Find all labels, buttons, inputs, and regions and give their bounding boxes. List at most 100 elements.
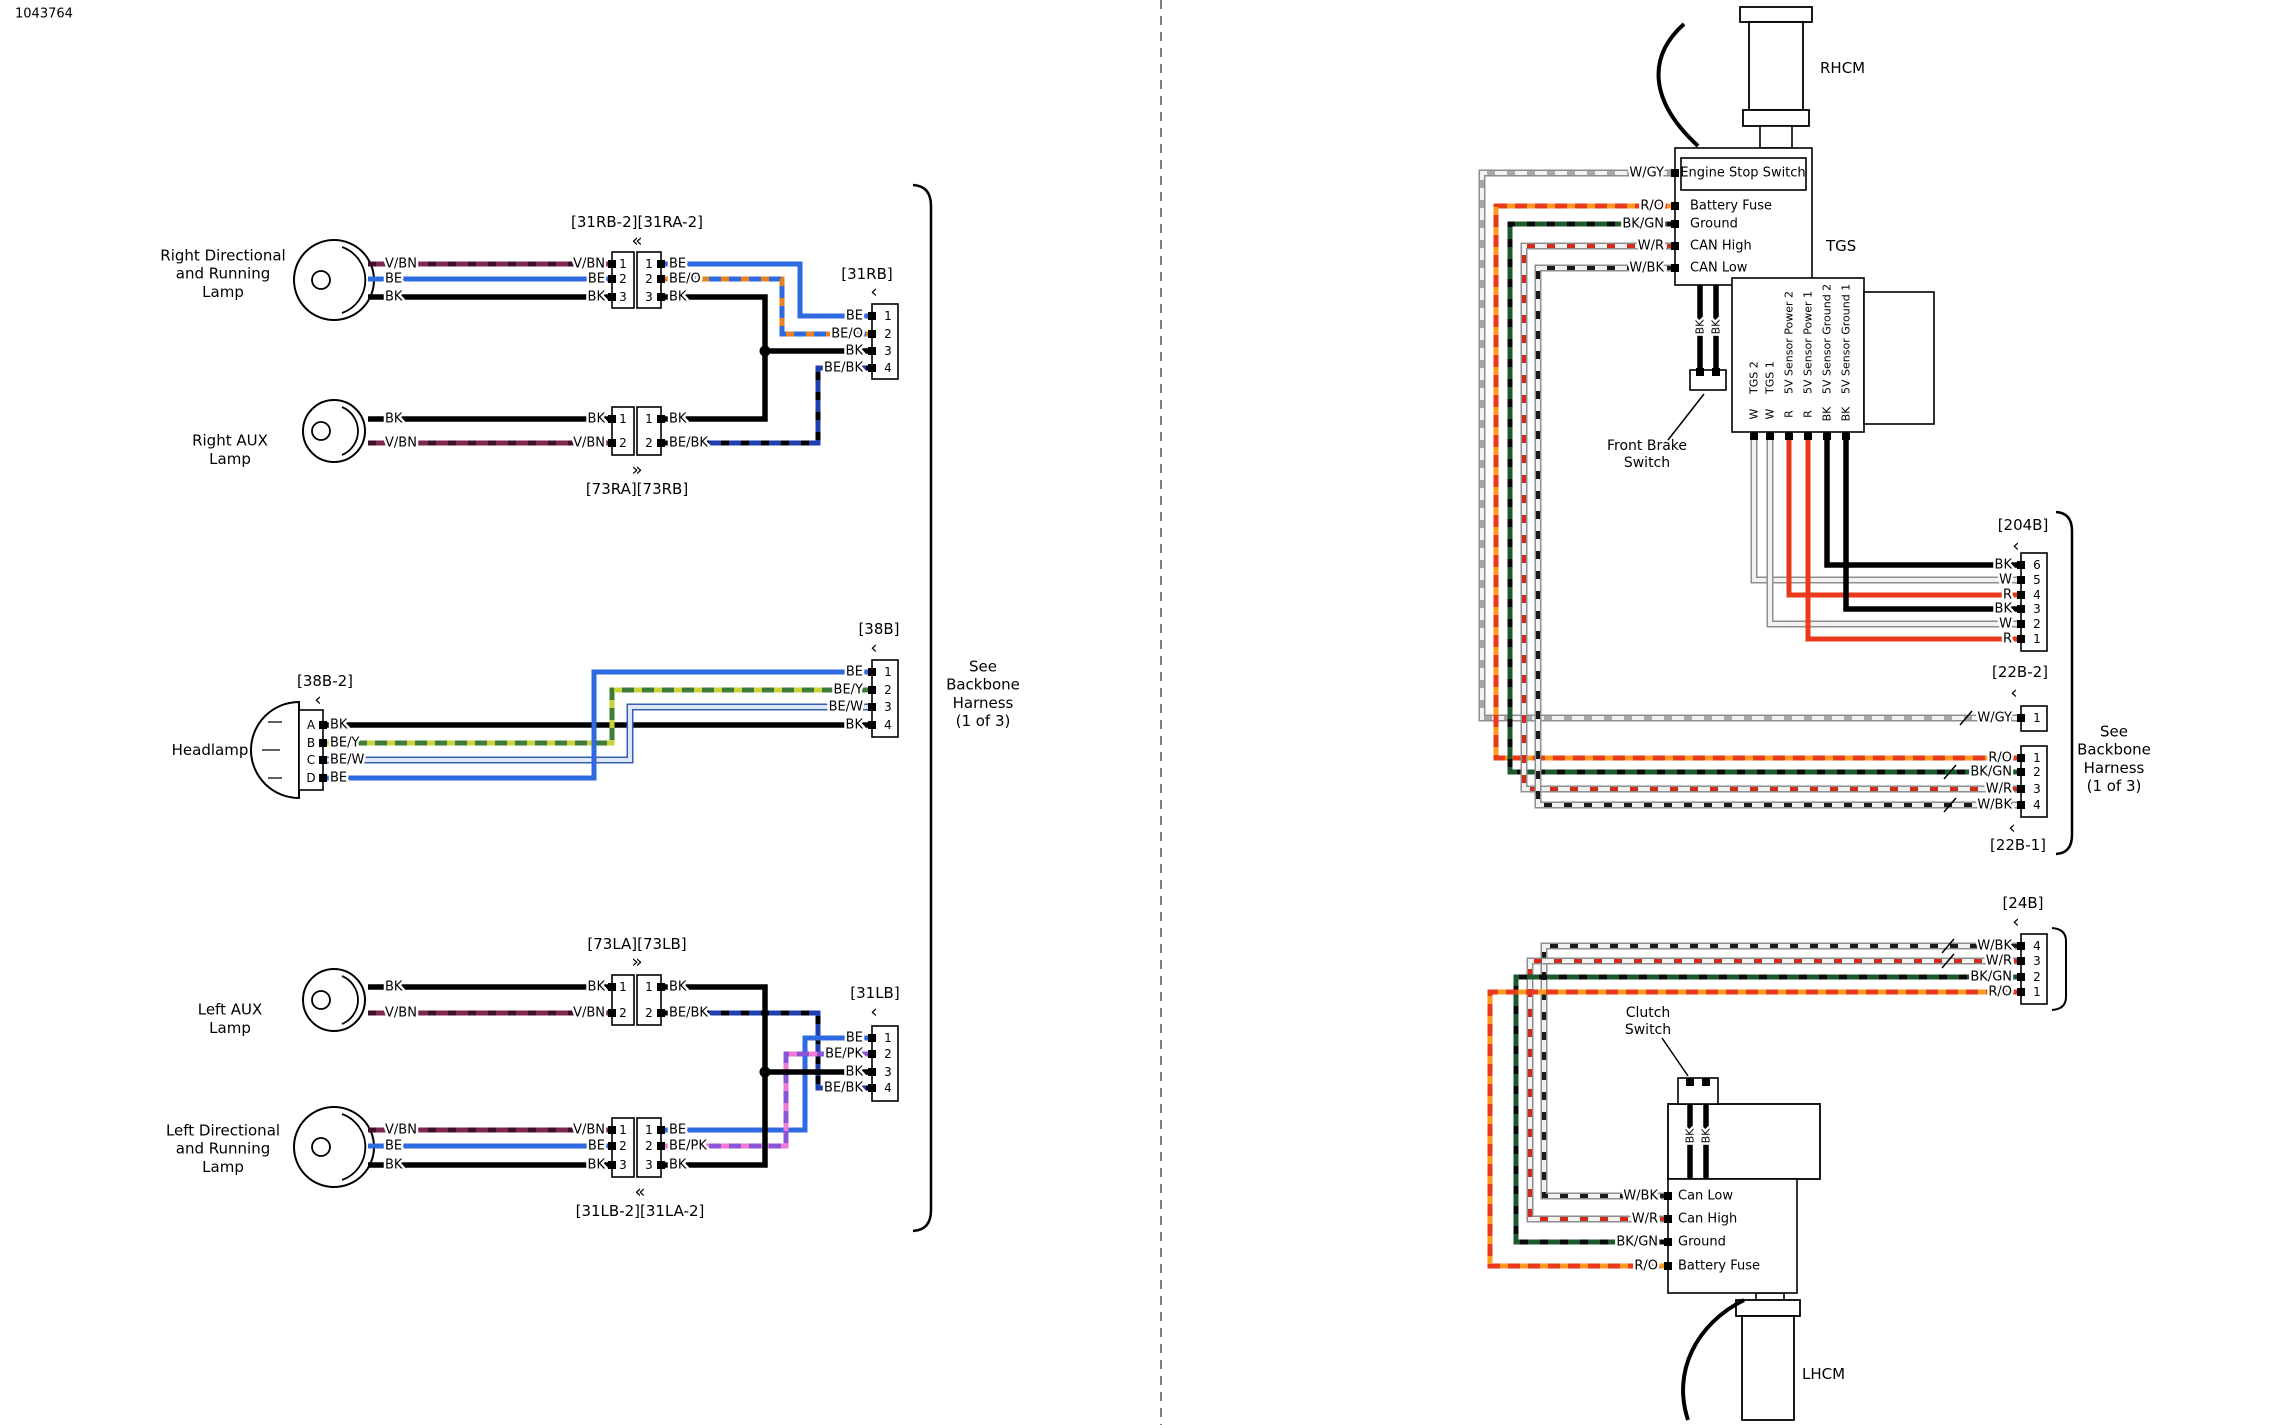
path xyxy=(327,687,872,746)
tgs-pin-letter: BK xyxy=(1840,406,1853,422)
tgs-pin-letter: R xyxy=(1783,410,1796,418)
pin-square xyxy=(608,275,616,283)
brake-lever xyxy=(1656,22,1700,148)
wire-label: BK xyxy=(588,1158,606,1173)
pin-square xyxy=(1671,264,1679,272)
pin-number: 5 xyxy=(2033,573,2041,587)
circle xyxy=(293,1106,375,1188)
front-brake-pointer xyxy=(1667,393,1705,441)
wire-label: BE/Y xyxy=(330,736,360,751)
tgs-pin-letter: R xyxy=(1802,410,1815,418)
pin-square xyxy=(657,1142,665,1150)
clutch-lever xyxy=(1681,1298,1745,1421)
connector-box-c22b2 xyxy=(2020,705,2048,732)
path xyxy=(1480,171,2021,720)
lhcm-grip-flange xyxy=(1735,1299,1801,1317)
pin-square xyxy=(1686,1078,1694,1086)
pin-square xyxy=(1671,220,1679,228)
rhcm-row: CAN Low xyxy=(1690,261,1748,276)
connector-label: [38B-2] xyxy=(297,672,353,690)
pin-number: 1 xyxy=(2033,751,2041,765)
pin-square xyxy=(657,275,665,283)
pin-number: 2 xyxy=(645,272,653,286)
wire-label: BK/GN xyxy=(1616,1235,1658,1250)
wire-label: BE/BK xyxy=(669,1006,708,1021)
pin-square xyxy=(868,1068,876,1076)
wire-label: BK xyxy=(385,290,403,305)
chevron-icon: « xyxy=(634,1182,645,1203)
pin-square xyxy=(1804,432,1812,440)
pin-number: 3 xyxy=(2033,602,2041,616)
wire-W xyxy=(1766,438,2021,628)
wire-label: BE/W xyxy=(829,700,864,715)
chevron-icon: ‹ xyxy=(314,690,321,711)
lhcm-row: Can Low xyxy=(1678,1189,1733,1204)
path xyxy=(1750,438,2021,584)
wire-label: BE/O xyxy=(669,272,701,287)
label-line: Lamp xyxy=(209,1019,251,1037)
connector-label: [73RA][73RB] xyxy=(586,480,688,498)
circle xyxy=(311,990,331,1010)
left-directional-lamp-symbol xyxy=(293,1106,375,1188)
wire-BK xyxy=(661,294,872,354)
wire-label: BK xyxy=(1995,602,2013,617)
wire-label: BE xyxy=(330,771,347,786)
rhcm-title: RHCM xyxy=(1820,59,1865,77)
pin-number: 1 xyxy=(2033,985,2041,999)
path xyxy=(341,406,359,456)
connector-box-c24b xyxy=(2020,933,2048,1005)
wire-BK-GN xyxy=(1507,221,2021,775)
pin-square xyxy=(868,1034,876,1042)
front-brake-connector xyxy=(1689,369,1727,391)
pin-number: 4 xyxy=(884,718,892,732)
chevron-icon: » xyxy=(631,952,642,973)
pin-letter: A xyxy=(307,718,316,732)
headlamp-hatch xyxy=(262,721,282,779)
chevron-icon: » xyxy=(631,460,642,481)
path xyxy=(1513,974,2021,1245)
pin-number: 6 xyxy=(2033,558,2041,572)
circle xyxy=(311,1137,331,1157)
circle xyxy=(311,421,331,441)
label-line: and Running xyxy=(176,1140,270,1158)
pin-number: 1 xyxy=(2033,632,2041,646)
wire-label: V/BN xyxy=(573,1006,605,1021)
pin-square xyxy=(868,1084,876,1092)
chevron-icon: ‹ xyxy=(2008,818,2015,839)
pin-number: 1 xyxy=(645,257,653,271)
wire-label: BK/GN xyxy=(1622,217,1664,232)
wire-label: W/BK xyxy=(1629,261,1664,276)
wire-label: BE/BK xyxy=(824,1081,863,1096)
pin-square xyxy=(2017,785,2025,793)
pin-square xyxy=(2017,591,2025,599)
pin-square xyxy=(608,415,616,423)
wire-R-O xyxy=(1493,203,2021,761)
pin-square xyxy=(1785,432,1793,440)
label-line: Harness xyxy=(2084,759,2145,777)
wire-W-GY xyxy=(1478,169,2021,722)
pin-number: 4 xyxy=(2033,939,2041,953)
pin-square xyxy=(868,1050,876,1058)
wire-label: BE xyxy=(588,1139,605,1154)
wire-label: W/R xyxy=(1986,954,2012,969)
pin-square xyxy=(2017,635,2025,643)
lhcm-row: Ground xyxy=(1678,1235,1726,1250)
wire-label: BK xyxy=(669,1158,687,1173)
wire-BE xyxy=(327,669,872,781)
clutch-connector xyxy=(1677,1077,1719,1105)
right-directional-lamp-symbol xyxy=(293,239,375,321)
rhcm-row: Battery Fuse xyxy=(1690,199,1772,214)
wire-label: BK xyxy=(588,290,606,305)
wire-label: BE xyxy=(385,272,402,287)
path xyxy=(661,351,768,422)
pin-number: 3 xyxy=(884,344,892,358)
pin-number: 3 xyxy=(619,1158,627,1172)
path xyxy=(661,1010,872,1091)
pin-letter: B xyxy=(307,736,315,750)
path xyxy=(1493,203,2021,761)
wire-label: W/R xyxy=(1638,239,1664,254)
pin-square xyxy=(608,1009,616,1017)
path xyxy=(661,1051,872,1149)
